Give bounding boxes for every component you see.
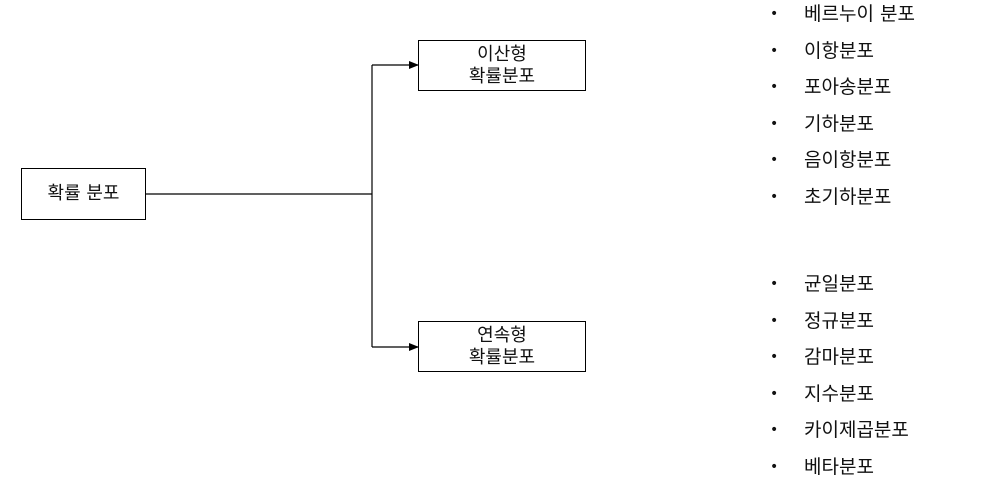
bullet-icon: • bbox=[770, 312, 779, 329]
bullet-icon: • bbox=[770, 79, 779, 96]
discrete-distribution-list: • 베르누이 분포 • 이항분포 • 포아송분포 • 기하분포 • 음이항분포 • 초기하분… bbox=[770, 0, 915, 220]
list-item-label: 초기하분포 bbox=[804, 185, 892, 208]
list-item: • 베르누이 분포 bbox=[770, 0, 915, 37]
bullet-icon: • bbox=[770, 6, 779, 22]
discrete-node-line2: 확률분포 bbox=[468, 65, 536, 87]
node-discrete-distribution: 이산형 확률분포 bbox=[418, 40, 586, 91]
node-continuous-distribution: 연속형 확률분포 bbox=[418, 321, 586, 372]
bullet-icon: • bbox=[770, 152, 779, 169]
continuous-distribution-list: • 균일분포 • 정규분포 • 감마분포 • 지수분포 • 카이제곱분포 • 베타분포 bbox=[770, 270, 909, 490]
bullet-icon: • bbox=[770, 458, 779, 475]
root-node-probability-distribution: 확률 분포 bbox=[21, 168, 146, 220]
list-item-label: 베타분포 bbox=[804, 455, 874, 478]
list-item: • 기하분포 bbox=[770, 110, 915, 147]
list-item-label: 포아송분포 bbox=[804, 76, 892, 99]
list-item-label: 기하분포 bbox=[804, 112, 874, 135]
list-item: • 감마분포 bbox=[770, 343, 909, 380]
bullet-icon: • bbox=[770, 42, 779, 59]
list-item-label: 지수분포 bbox=[804, 382, 874, 405]
bullet-icon: • bbox=[770, 115, 779, 132]
list-item-label: 카이제곱분포 bbox=[804, 419, 909, 442]
bullet-icon: • bbox=[770, 422, 779, 439]
list-item: • 정규분포 bbox=[770, 307, 909, 344]
list-item: • 베타분포 bbox=[770, 453, 909, 490]
list-item-label: 감마분포 bbox=[804, 346, 874, 369]
list-item-label: 이항분포 bbox=[804, 39, 874, 62]
discrete-node-line1: 이산형 bbox=[477, 43, 527, 65]
continuous-node-line1: 연속형 bbox=[477, 324, 527, 346]
list-item: • 음이항분포 bbox=[770, 146, 915, 183]
list-item: • 균일분포 bbox=[770, 270, 909, 307]
bullet-icon: • bbox=[770, 276, 779, 292]
list-item: • 포아송분포 bbox=[770, 73, 915, 110]
continuous-node-line2: 확률분포 bbox=[468, 346, 536, 368]
list-item: • 이항분포 bbox=[770, 37, 915, 74]
list-item-label: 음이항분포 bbox=[804, 149, 892, 172]
list-item: • 카이제곱분포 bbox=[770, 416, 909, 453]
list-item-label: 베르누이 분포 bbox=[804, 3, 915, 25]
list-item: • 초기하분포 bbox=[770, 183, 915, 220]
bullet-icon: • bbox=[770, 188, 779, 205]
bullet-icon: • bbox=[770, 349, 779, 366]
list-item: • 지수분포 bbox=[770, 380, 909, 417]
list-item-label: 정규분포 bbox=[804, 309, 874, 332]
root-node-label: 확률 분포 bbox=[47, 183, 120, 204]
list-item-label: 균일분포 bbox=[804, 273, 874, 295]
bullet-icon: • bbox=[770, 385, 779, 402]
